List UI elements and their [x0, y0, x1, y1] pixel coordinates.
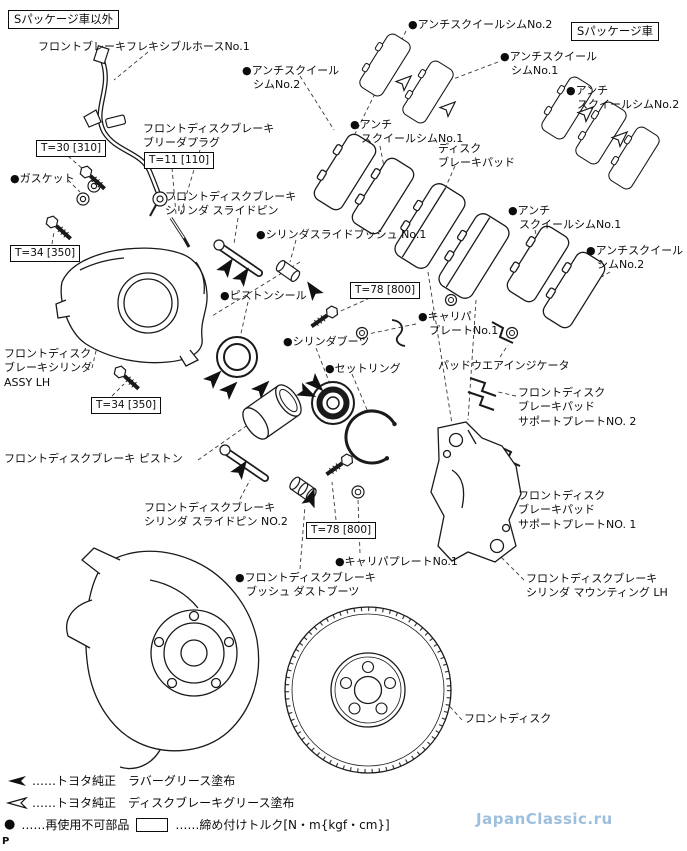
torque-t11: T=11 [110] [144, 152, 215, 169]
steering-knuckle-art [66, 547, 260, 770]
disc-grease-arrow-icon [4, 796, 28, 810]
watermark: JapanClassic.ru [476, 810, 613, 828]
label-anti-squeal-no1-right: ●アンチ スクイールシムNo.1 [508, 204, 622, 232]
label-disc-brake-pad: ディスク ブレーキパッド [438, 142, 515, 170]
label-bleeder-plug: フロントディスクブレーキ ブリーダプラグ [143, 122, 275, 150]
mounting-bracket-art [430, 421, 522, 563]
legend-non-reusable: ● ……再使用不可部品 ……締め付けトルク[N・m{kgf・cm}] [4, 816, 390, 833]
s-package-box: Sパッケージ車 [571, 22, 660, 41]
label-caliper-plate-no1-upper: ●キャリパ プレートNo.1 [418, 310, 499, 338]
torque-t78-lower: T=78 [800] [306, 522, 377, 539]
label-bush-dust-boot: ●フロントディスクブレーキ ブッシュ ダストブーツ [235, 571, 376, 599]
label-set-ring: ●セットリング [325, 362, 401, 375]
label-pad-wear-indicator: パッドウエアインジケータ [438, 359, 570, 372]
label-piston: フロントディスクブレーキ ピストン [4, 452, 183, 465]
page-corner-mark: P [2, 836, 10, 847]
label-flex-hose: フロントブレーキフレキシブルホースNo.1 [38, 40, 250, 53]
label-anti-squeal-no2-left: ●アンチスクイール シムNo.2 [242, 64, 340, 92]
label-slide-pin-no1: フロントディスクブレーキ シリンダ スライドピン [165, 190, 297, 218]
label-anti-squeal-no1-mid: ●アンチ スクイールシムNo.1 [350, 118, 464, 146]
legend-disc-grease-text: ……トヨタ純正 ディスクブレーキグリース塗布 [32, 796, 295, 810]
torque-box-icon [136, 817, 169, 832]
non-s-package-box: Sパッケージ車以外 [8, 10, 120, 29]
label-slide-pin-no2: フロントディスクブレーキ シリンダ スライドピン NO.2 [144, 501, 288, 529]
non-reusable-bullet-icon: ● [4, 817, 16, 832]
label-anti-squeal-no2-s-pkg: ●アンチ スクイールシムNo.2 [566, 84, 680, 112]
label-cylinder-assy: フロントディスク ブレーキシリンダ ASSY LH [4, 347, 92, 389]
label-cylinder-slide-bush: ●シリンダスライドブッシュ No.1 [256, 228, 427, 241]
label-support-plate-no2: フロントディスク ブレーキパッド サポートプレートNO. 2 [518, 386, 637, 428]
label-support-plate-no1: フロントディスク ブレーキパッド サポートプレートNO. 1 [518, 489, 637, 531]
torque-t34-upper: T=34 [350] [10, 245, 81, 262]
torque-t34-lower: T=34 [350] [91, 397, 162, 414]
legend-rubber-grease: ……トヨタ純正 ラバーグリース塗布 [4, 772, 235, 789]
label-anti-squeal-no2-top: ●アンチスクイールシムNo.2 [408, 18, 553, 31]
legend-non-reusable-text: ……再使用不可部品 [21, 818, 130, 832]
brake-disc-art [284, 606, 452, 774]
piston-and-seals-art [216, 319, 406, 499]
brake-hose-art [83, 45, 168, 217]
caliper-cylinder-art [55, 247, 208, 367]
torque-t78-upper: T=78 [800] [350, 282, 421, 299]
label-piston-seal: ●ピストンシール [220, 289, 307, 302]
label-gasket: ●ガスケット [10, 172, 75, 185]
legend-rubber-grease-text: ……トヨタ純正 ラバーグリース塗布 [32, 774, 236, 788]
gasket-and-bolts-art [42, 162, 357, 481]
legend-torque-note-text: ……締め付けトルク[N・m{kgf・cm}] [175, 818, 390, 832]
label-front-disc: フロントディスク [464, 712, 552, 725]
rubber-grease-arrow-icon [4, 774, 28, 788]
label-anti-squeal-no2-right: ●アンチスクイール シムNo.2 [586, 244, 684, 272]
torque-t30: T=30 [310] [36, 140, 107, 157]
label-caliper-plate-no1-lower: ●キャリパプレートNo.1 [335, 555, 458, 568]
label-cylinder-boot: ●シリンダブーツ [283, 335, 370, 348]
legend-disc-grease: ……トヨタ純正 ディスクブレーキグリース塗布 [4, 794, 295, 811]
label-anti-squeal-no1-s-pkg: ●アンチスクイール シムNo.1 [500, 50, 598, 78]
label-cylinder-mounting: フロントディスクブレーキ シリンダ マウンティング LH [526, 572, 668, 600]
